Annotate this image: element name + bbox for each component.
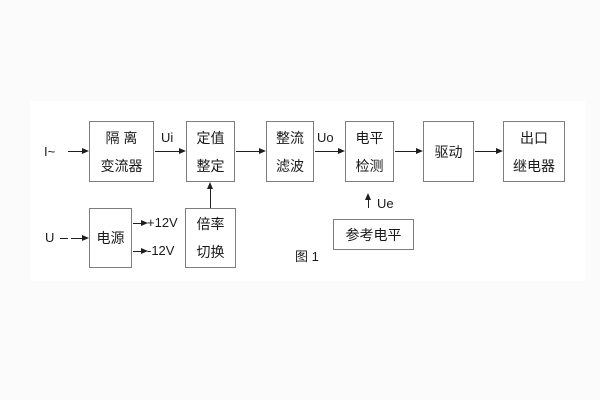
connector-arrow-input-to-isolation [68,148,89,154]
figure-caption: 图 1 [295,249,319,264]
block-rectifier-filter: 整流 滤波 [266,121,314,182]
arrowhead-right-icon [141,248,148,254]
label-input-current: I~ [44,144,56,159]
connector-dash-u-input [60,238,68,239]
label-minus12v: -12V [147,243,175,258]
block-isolation-line2: 变流器 [100,157,143,174]
arrowhead-right-icon [496,148,503,154]
label-ue: Ue [377,196,394,211]
block-power-supply: 电源 [89,208,132,268]
block-drive-line1: 驱动 [434,143,463,160]
arrowhead-right-icon [82,235,89,241]
label-input-voltage: U [45,230,55,245]
connector-arrow-ue [365,193,371,208]
block-reference-line1: 参考电平 [345,226,402,243]
arrowhead-up-icon [365,193,371,200]
block-setpoint-setting: 定值 整定 [186,121,235,182]
connector-arrow-minus12v [133,248,148,254]
label-ui: Ui [161,130,174,145]
arrowhead-right-icon [416,148,423,154]
connector-arrow-setting-to-rectifier [236,148,266,154]
connector-arrow-isolation-to-setting [155,148,186,154]
block-multiplier-line2: 切换 [196,244,225,260]
block-reference-level: 参考电平 [333,219,414,250]
block-level-line1: 电平 [355,129,384,146]
connector-arrow-drive-to-relay [475,148,503,154]
block-isolation-line1: 隔 离 [105,129,138,146]
block-output-relay: 出口 继电器 [503,121,565,182]
block-power-line1: 电源 [96,230,125,246]
block-rectifier-line2: 滤波 [276,157,304,174]
block-rectifier-line1: 整流 [276,129,304,146]
block-setting-line1: 定值 [196,129,225,146]
connector-arrow-multiplier-to-setting [207,182,213,208]
label-plus12v: +12V [147,215,178,230]
connector-arrow-level-to-drive [395,148,423,154]
block-relay-line2: 继电器 [513,157,555,174]
block-isolation-transformer: 隔 离 变流器 [89,121,154,182]
arrowhead-right-icon [259,148,266,154]
label-uo: Uo [317,130,334,145]
arrowhead-right-icon [141,220,148,226]
block-multiplier-line1: 倍率 [196,216,225,232]
arrowhead-up-icon [207,182,213,189]
arrowhead-right-icon [82,148,89,154]
arrowhead-right-icon [179,148,186,154]
block-drive: 驱动 [423,121,474,182]
arrowhead-right-icon [338,148,345,154]
block-level-detection: 电平 检测 [345,121,394,182]
connector-arrow-u-to-power [71,235,89,241]
connector-arrow-plus12v [133,220,148,226]
block-setting-line2: 整定 [196,157,225,174]
connector-arrow-rectifier-to-level [315,148,345,154]
block-level-line2: 检测 [355,157,384,174]
block-multiplier-switch: 倍率 切换 [185,208,236,268]
block-relay-line1: 出口 [520,129,548,146]
